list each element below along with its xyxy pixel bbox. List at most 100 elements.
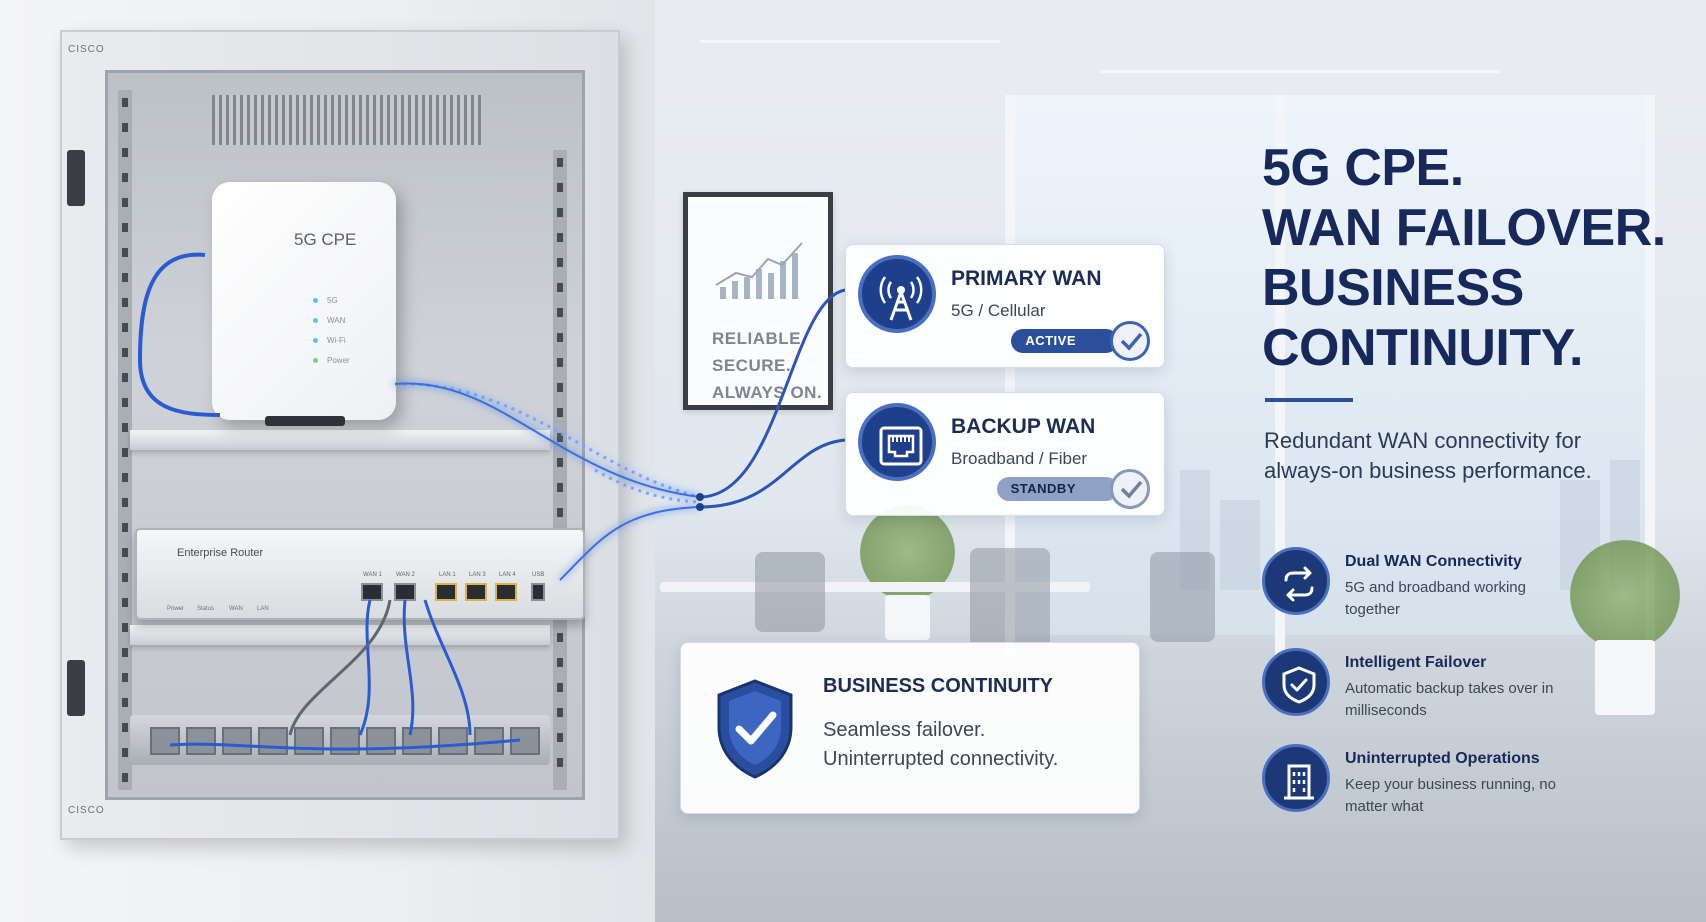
patch-panel-port[interactable] [294,727,324,755]
rail-hole [557,683,563,692]
feature-dual-wan[interactable]: Dual WAN Connectivity 5G and broadband w… [1262,547,1682,627]
port-label-usb: USB [532,572,545,578]
rail-hole [122,323,128,332]
rail-hole [122,273,128,282]
cable-broadband-link [559,506,701,581]
rail-hole [122,548,128,557]
rail-hole [557,208,563,217]
rail-hole [122,123,128,132]
rail-hole [122,598,128,607]
office-chair [1150,552,1215,642]
ethernet-port-icon [858,403,936,481]
port-label-lan3: LAN 3 [469,572,486,578]
rail-hole [122,673,128,682]
conference-table [660,582,1090,592]
wall-poster: RELIABLE. SECURE. ALWAYS ON. [683,192,833,410]
rail-hole [557,333,563,342]
check-icon [1110,321,1150,361]
cpe-led-wifi: Wi-Fi [313,336,346,345]
title-line: WAN FAILOVER. [1262,199,1666,257]
rail-hole [122,523,128,532]
poster-line: RELIABLE. [712,329,807,348]
rail-hole [122,198,128,207]
link-to-backup-wan [699,438,846,509]
rail-hole [122,223,128,232]
rail-hole [557,183,563,192]
router-port-wan1[interactable] [361,583,383,601]
primary-wan-card[interactable]: PRIMARY WAN 5G / Cellular ACTIVE [845,244,1165,368]
patch-panel-port[interactable] [438,727,468,755]
cabinet-hinge [67,150,85,206]
status-badge-standby: STANDBY [996,477,1118,501]
router-port-lan4[interactable] [495,583,517,601]
cabinet-vent [212,95,482,145]
router-port-lan1[interactable] [435,583,457,601]
patch-panel-port[interactable] [258,727,288,755]
patch-panel-port[interactable] [222,727,252,755]
rail-hole [122,423,128,432]
poster-line: ALWAYS ON. [712,383,823,402]
enterprise-router: Enterprise Router WAN 1 WAN 2 LAN 1 LAN … [135,528,585,620]
router-name: Enterprise Router [177,547,264,559]
rail-hole [557,633,563,642]
feature-intelligent-failover[interactable]: Intelligent Failover Automatic backup ta… [1262,648,1682,728]
router-led-power: Power [167,606,185,612]
cpe-led-power: Power [313,356,350,365]
backup-wan-card[interactable]: BACKUP WAN Broadband / Fiber STANDBY [845,392,1165,516]
poster-line: SECURE. [712,356,792,375]
rail-hole [557,233,563,242]
rail-hole [557,508,563,517]
link-to-primary-wan [699,288,846,499]
title-line: BUSINESS [1262,259,1524,317]
business-continuity-card[interactable]: BUSINESS CONTINUITY Seamless failover. U… [680,642,1140,814]
shield-check-icon [1262,648,1330,716]
rail-hole [557,308,563,317]
rail-hole [122,248,128,257]
page-title: 5G CPE. WAN FAILOVER. BUSINESS CONTINUIT… [1262,138,1666,378]
rail-hole [557,408,563,417]
rail-hole [557,733,563,742]
rack-shelf [130,430,550,450]
rail-hole [122,623,128,632]
cable-5g-link [394,382,701,499]
rail-hole [557,758,563,767]
rail-hole [122,173,128,182]
cpe-label: 5G CPE [294,230,357,249]
port-label-lan1: LAN 1 [439,572,456,578]
feature-uninterrupted-operations[interactable]: Uninterrupted Operations Keep your busin… [1262,744,1682,824]
feature-title: Uninterrupted Operations [1345,750,1540,767]
cabinet-brand-top: CISCO [68,44,105,55]
office-chair [755,552,825,632]
patch-panel-port[interactable] [150,727,180,755]
rack-shelf [130,625,550,645]
patch-panel-port[interactable] [402,727,432,755]
router-port-lan3[interactable] [465,583,487,601]
title-line: CONTINUITY. [1262,319,1583,377]
rail-hole [557,458,563,467]
rail-hole [122,298,128,307]
rail-hole [122,573,128,582]
rail-hole [122,723,128,732]
rail-hole [557,358,563,367]
cpe-led-5g: 5G [313,296,338,305]
rail-hole [122,698,128,707]
rail-hole [122,348,128,357]
patch-panel-port[interactable] [366,727,396,755]
cabinet-brand-bottom: CISCO [68,805,105,816]
check-icon [1110,469,1150,509]
rack-rail-left [118,90,132,790]
patch-panel-port[interactable] [186,727,216,755]
rail-hole [557,258,563,267]
rail-hole [122,448,128,457]
feature-title: Intelligent Failover [1345,654,1487,671]
subheading: Redundant WAN connectivity for always-on… [1264,428,1592,483]
title-line: 5G CPE. [1262,139,1464,197]
rail-hole [557,483,563,492]
feature-description: Automatic backup takes over in milliseco… [1345,680,1554,719]
title-divider [1265,398,1353,402]
office-chair [970,548,1050,648]
rail-hole [122,473,128,482]
router-port-usb[interactable] [531,583,545,601]
plant [1570,540,1680,650]
growth-chart-icon [715,242,803,299]
